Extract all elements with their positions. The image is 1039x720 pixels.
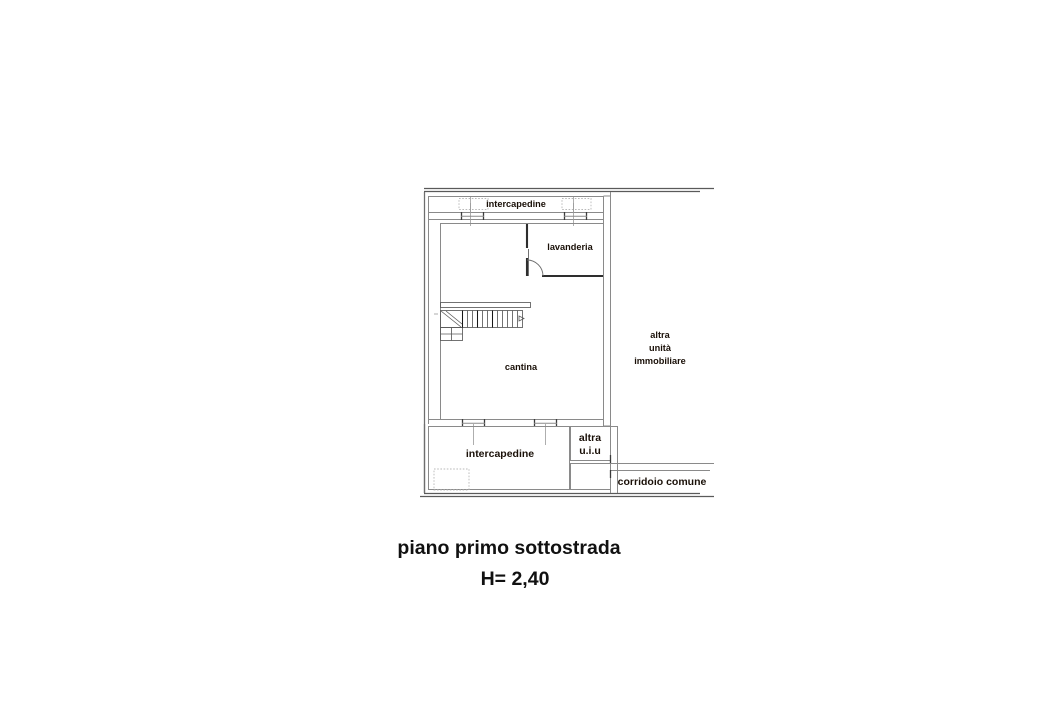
zone-altra-unita-immobiliare: altra unità immobiliare	[634, 330, 686, 366]
room-intercapedine-bottom: intercapedine	[423, 424, 570, 493]
plan-caption: piano primo sottostrada H= 2,40	[397, 537, 620, 590]
room-label-altra-uiu-line1: altra	[579, 432, 601, 444]
zone-label-altra-unita-line2: unità	[649, 343, 672, 353]
window-bottom-2	[533, 419, 558, 445]
room-label-lavanderia: lavanderia	[547, 242, 593, 252]
room-intercapedine-top: intercapedine	[428, 196, 604, 213]
room-label-corridoio-comune: corridoio comune	[618, 476, 707, 488]
room-corridoio-comune: corridoio comune	[609, 455, 714, 488]
outer-boundary-lines	[420, 187, 714, 498]
window-bottom-1	[461, 419, 486, 445]
room-label-altra-uiu-line2: u.i.u	[579, 445, 601, 457]
window-top-2	[563, 203, 588, 226]
room-lavanderia: lavanderia	[525, 224, 603, 278]
room-label-intercapedine-top: intercapedine	[486, 199, 546, 209]
room-cantina: cantina	[440, 223, 604, 420]
room-label-cantina: cantina	[505, 362, 538, 372]
room-label-intercapedine-bottom: intercapedine	[466, 448, 534, 460]
caption-title: piano primo sottostrada	[397, 537, 620, 559]
staircase	[434, 302, 531, 341]
caption-subtitle: H= 2,40	[481, 568, 550, 590]
top-wall-windows	[428, 203, 604, 226]
window-top-1	[460, 203, 485, 226]
zone-label-altra-unita-line1: altra	[650, 330, 670, 340]
room-altra-uiu: altra u.i.u	[570, 426, 611, 490]
right-party-wall	[603, 192, 618, 493]
bottom-wall-windows	[428, 419, 604, 445]
zone-label-altra-unita-line3: immobiliare	[634, 356, 686, 366]
